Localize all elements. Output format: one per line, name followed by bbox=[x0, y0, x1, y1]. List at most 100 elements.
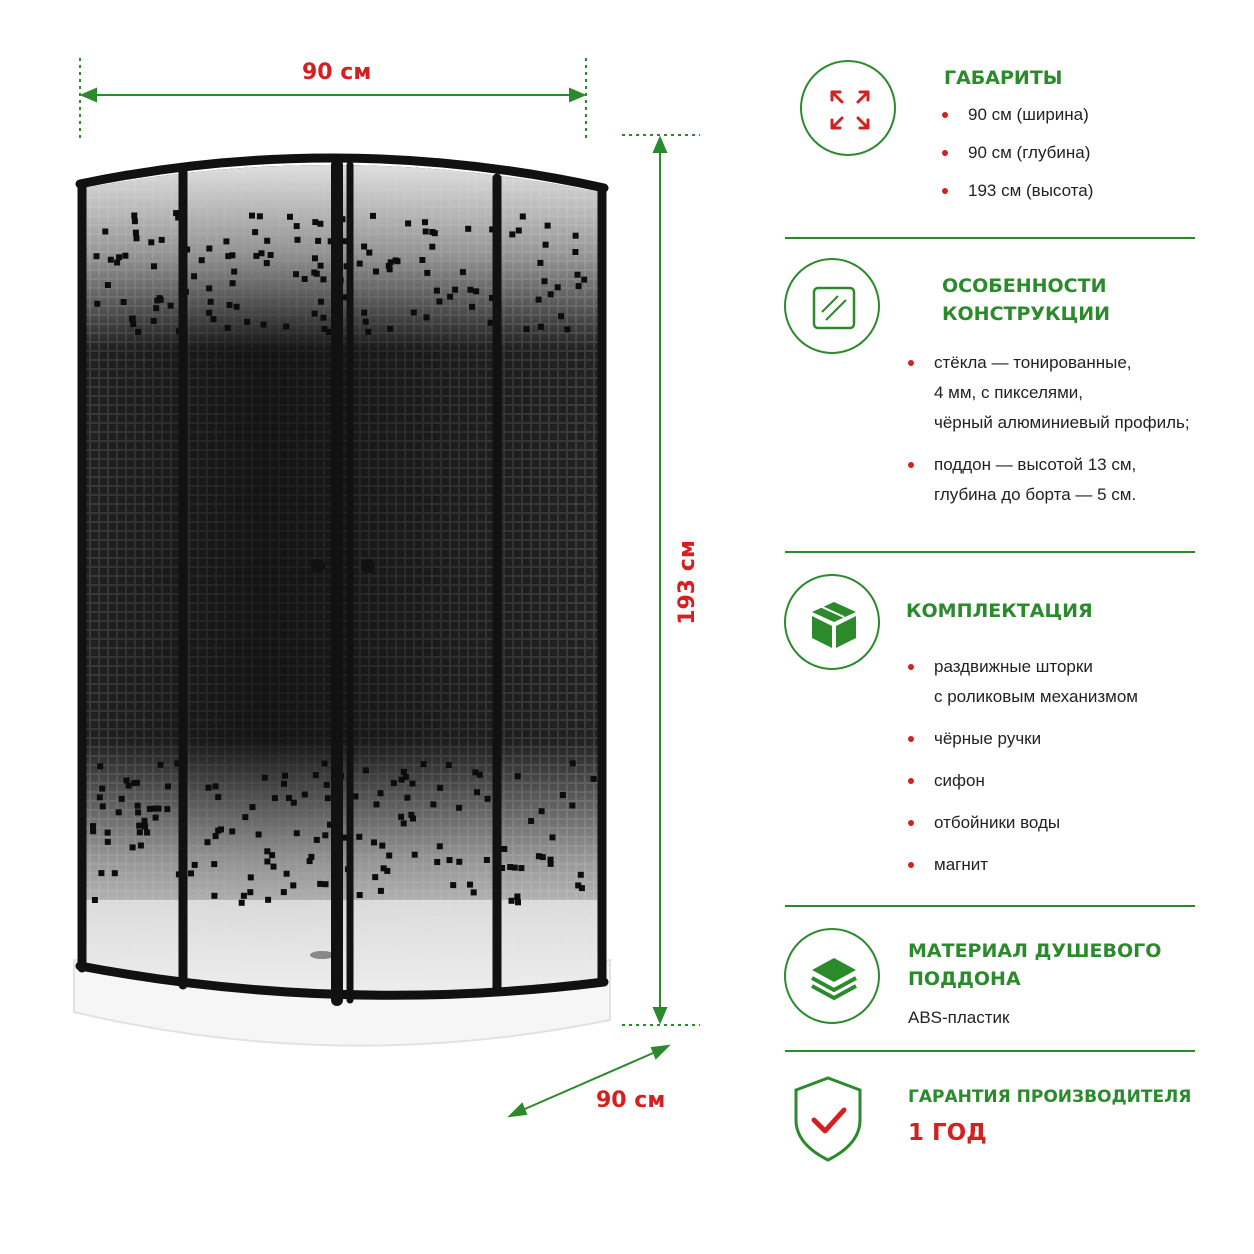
glass-pixel bbox=[387, 259, 394, 266]
glass-pixel bbox=[327, 238, 334, 245]
glass-pixel bbox=[320, 276, 327, 283]
glass-pixel bbox=[370, 212, 376, 219]
glass-pixel bbox=[150, 317, 157, 324]
glass-pixel bbox=[293, 223, 300, 230]
glass-pixel bbox=[215, 794, 222, 801]
glass-pixel bbox=[356, 833, 363, 840]
glass-pixel bbox=[484, 795, 491, 802]
warranty-title: ГАРАНТИЯ ПРОИЗВОДИТЕЛЯ bbox=[908, 1087, 1192, 1107]
glass-pixel bbox=[111, 870, 118, 877]
glass-pixel bbox=[136, 829, 143, 836]
glass-pixel bbox=[116, 254, 123, 261]
glass-pixel bbox=[225, 253, 232, 260]
glass-pixel bbox=[544, 222, 551, 229]
glass-pixel bbox=[125, 782, 132, 789]
glass-pixel bbox=[400, 768, 407, 775]
list-item: магнит bbox=[908, 850, 1138, 880]
glass-pixel bbox=[264, 858, 271, 865]
glass-pixel bbox=[107, 256, 114, 263]
door-handle-left bbox=[311, 559, 325, 573]
glass-pixel bbox=[436, 298, 443, 305]
glass-pixel bbox=[409, 780, 416, 787]
glass-pixel bbox=[356, 892, 363, 898]
glass-pixel bbox=[301, 791, 308, 798]
glass-pixel bbox=[410, 815, 416, 822]
list-item: отбойники воды bbox=[908, 808, 1138, 838]
glass-pixel bbox=[590, 776, 597, 782]
glass-pixel bbox=[135, 809, 142, 816]
black-aluminium-frame bbox=[75, 153, 609, 1006]
glass-pixel bbox=[518, 865, 525, 872]
glass-pixel bbox=[446, 857, 453, 864]
glass-pixel bbox=[373, 801, 380, 808]
construction-title: ОСОБЕННОСТИ КОНСТРУКЦИИ bbox=[942, 275, 1111, 325]
glass-pixel bbox=[258, 250, 265, 257]
glass-pixel bbox=[252, 229, 259, 236]
glass-pixel bbox=[371, 839, 377, 846]
glass-pixel bbox=[155, 805, 162, 812]
glass-pixel bbox=[313, 836, 320, 843]
glass-pixel bbox=[130, 321, 137, 328]
glass-pixel bbox=[431, 230, 438, 237]
glass-pixel bbox=[312, 772, 319, 779]
glass-pixel bbox=[424, 269, 431, 276]
glass-pixel bbox=[317, 262, 324, 269]
glass-pixel bbox=[558, 313, 565, 320]
glass-pixel bbox=[362, 318, 369, 325]
glass-pixel bbox=[249, 212, 255, 219]
list-item: раздвижные шторки с роликовым механизмом bbox=[908, 652, 1138, 712]
glass-pixel bbox=[240, 892, 247, 899]
glass-pixel bbox=[90, 823, 96, 830]
glass-pixel bbox=[141, 817, 148, 824]
glass-pixel bbox=[408, 811, 415, 818]
glass-pixel bbox=[134, 802, 141, 809]
glass-pixel bbox=[387, 325, 394, 332]
warranty-value: 1 ГОД bbox=[908, 1120, 987, 1146]
glass-pixel bbox=[456, 858, 463, 865]
glass-pixel bbox=[99, 803, 106, 810]
glass-pixel bbox=[402, 773, 409, 780]
glass-pixel bbox=[206, 285, 213, 292]
glass-pixel bbox=[456, 804, 463, 811]
glass-pixel bbox=[542, 241, 549, 248]
kit-title: КОМПЛЕКТАЦИЯ bbox=[906, 600, 1093, 622]
list-item: стёкла — тонированные, 4 мм, с пикселями… bbox=[908, 348, 1190, 438]
glass-pixel bbox=[386, 852, 393, 859]
glass-pixel bbox=[229, 252, 236, 259]
glass-pixel bbox=[572, 232, 579, 239]
glass-pixel bbox=[547, 860, 554, 867]
dimensions-list: 90 см (ширина)90 см (глубина)193 см (выс… bbox=[942, 100, 1093, 214]
drain bbox=[310, 951, 334, 959]
glass-pixel bbox=[501, 846, 508, 852]
depth-dimension-line bbox=[507, 1044, 671, 1118]
glass-pixel bbox=[131, 218, 138, 225]
glass-pixel bbox=[379, 842, 386, 849]
glass-pixel bbox=[569, 802, 576, 809]
glass-pixel bbox=[554, 284, 561, 291]
glass-pixel bbox=[465, 225, 472, 232]
glass-pixel bbox=[212, 833, 219, 840]
glass-pixel bbox=[238, 899, 245, 906]
glass-pixel bbox=[372, 874, 379, 881]
glass-pixel bbox=[549, 834, 556, 841]
glass-pixel bbox=[315, 237, 322, 244]
glass-pixel bbox=[131, 212, 138, 219]
glass-pixel bbox=[253, 252, 260, 259]
glass-pixel bbox=[312, 255, 318, 262]
glass-pixel bbox=[569, 760, 576, 767]
glass-pixel bbox=[263, 260, 270, 267]
list-item: 193 см (высота) bbox=[942, 176, 1093, 206]
glass-pixel bbox=[94, 300, 101, 307]
glass-pixel bbox=[146, 805, 153, 812]
shield-check-icon bbox=[794, 1076, 862, 1162]
divider bbox=[785, 237, 1195, 239]
glass-pixel bbox=[97, 763, 104, 770]
glass-pixel bbox=[320, 314, 327, 321]
glass-panel-icon bbox=[784, 258, 880, 354]
glass-pixel bbox=[429, 243, 436, 250]
glass-pixel bbox=[215, 827, 222, 834]
glass-pixel bbox=[151, 263, 157, 270]
glass-pixel bbox=[356, 260, 363, 267]
glass-pixel bbox=[144, 829, 151, 836]
glass-pixel bbox=[104, 838, 111, 845]
